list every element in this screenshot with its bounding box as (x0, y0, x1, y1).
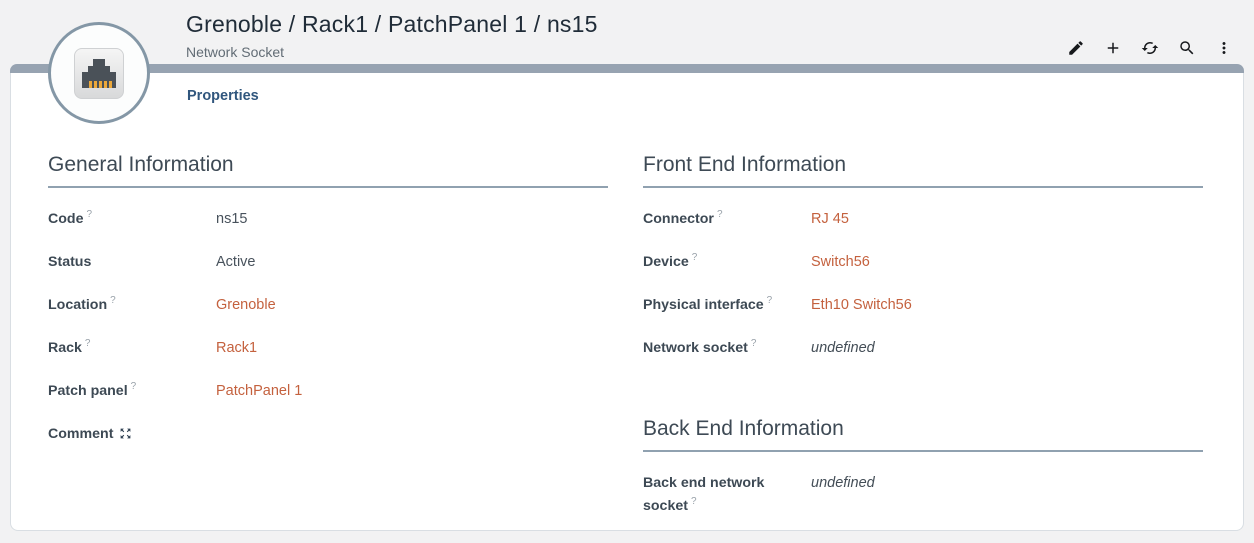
page-title: Grenoble / Rack1 / PatchPanel 1 / ns15 (186, 11, 598, 37)
add-button[interactable] (1104, 40, 1122, 58)
field-row-code: Code? ns15 (48, 198, 608, 241)
refresh-button[interactable] (1141, 40, 1159, 58)
search-button[interactable] (1178, 40, 1196, 58)
field-label: Back end network socket (643, 475, 765, 514)
tab-properties[interactable]: Properties (187, 88, 259, 104)
field-label: Code (48, 211, 84, 227)
refresh-icon (1141, 39, 1159, 60)
help-icon[interactable]: ? (110, 295, 116, 307)
page-subtitle: Network Socket (186, 44, 285, 60)
field-value-undefined: undefined (811, 475, 875, 491)
field-row-location: Location? Grenoble (48, 284, 608, 327)
help-icon[interactable]: ? (766, 295, 773, 307)
pencil-icon (1067, 39, 1085, 60)
field-value: ns15 (216, 211, 248, 227)
field-row-connector: Connector? RJ 45 (643, 198, 1203, 241)
rack-link[interactable]: Rack1 (216, 340, 258, 356)
section-heading-back-end: Back End Information (643, 417, 1203, 452)
properties-content: General Information Code? ns15 Status Ac… (11, 113, 1243, 528)
edit-button[interactable] (1067, 40, 1085, 58)
field-label: Physical interface (643, 297, 764, 313)
field-label: Device (643, 254, 689, 270)
help-icon[interactable]: ? (750, 338, 757, 350)
field-row-comment: Comment (48, 413, 608, 458)
tab-bar: Properties (11, 73, 1243, 113)
section-general-information: General Information Code? ns15 Status Ac… (48, 153, 608, 528)
page-header: Grenoble / Rack1 / PatchPanel 1 / ns15 N… (0, 0, 1254, 64)
details-card: Properties General Information Code? ns1… (10, 73, 1244, 531)
rj45-network-socket-icon (74, 47, 124, 99)
header-toolbar (1067, 40, 1233, 58)
field-row-patch-panel: Patch panel? PatchPanel 1 (48, 370, 608, 413)
help-icon[interactable]: ? (691, 252, 698, 264)
patch-panel-link[interactable]: PatchPanel 1 (216, 383, 303, 399)
field-label: Location (48, 297, 108, 313)
help-icon[interactable]: ? (84, 338, 91, 350)
plus-icon (1104, 39, 1122, 60)
field-label: Network socket (643, 340, 748, 356)
help-icon[interactable]: ? (86, 209, 93, 221)
section-heading-front-end: Front End Information (643, 153, 1203, 188)
more-actions-button[interactable] (1215, 40, 1233, 58)
help-icon[interactable]: ? (130, 381, 137, 393)
help-icon[interactable]: ? (690, 496, 697, 508)
field-row-rack: Rack? Rack1 (48, 327, 608, 370)
section-front-end-information: Front End Information Connector? RJ 45 D… (643, 153, 1203, 528)
field-row-back-end-network-socket: Back end network socket? undefined (643, 462, 1203, 528)
object-avatar (48, 22, 150, 124)
search-icon (1178, 39, 1196, 60)
field-row-network-socket: Network socket? undefined (643, 327, 1203, 370)
section-back-end-information: Back end network socket? undefined (643, 452, 1203, 528)
field-row-device: Device? Switch56 (643, 241, 1203, 284)
location-link[interactable]: Grenoble (216, 297, 276, 313)
help-icon[interactable]: ? (716, 209, 723, 221)
device-link[interactable]: Switch56 (811, 254, 870, 270)
physical-interface-link[interactable]: Eth10 Switch56 (811, 297, 912, 313)
field-row-physical-interface: Physical interface? Eth10 Switch56 (643, 284, 1203, 327)
kebab-menu-icon (1215, 39, 1233, 60)
expand-icon[interactable] (119, 425, 132, 448)
field-label: Status (48, 254, 92, 270)
field-label: Connector (643, 211, 714, 227)
field-value-undefined: undefined (811, 340, 875, 356)
field-row-status: Status Active (48, 241, 608, 284)
connector-link[interactable]: RJ 45 (811, 211, 849, 227)
field-label: Patch panel (48, 383, 128, 399)
field-value: Active (216, 254, 256, 270)
accent-bar (10, 64, 1244, 73)
section-heading-general: General Information (48, 153, 608, 188)
field-label: Comment (48, 426, 114, 442)
field-label: Rack (48, 340, 82, 356)
